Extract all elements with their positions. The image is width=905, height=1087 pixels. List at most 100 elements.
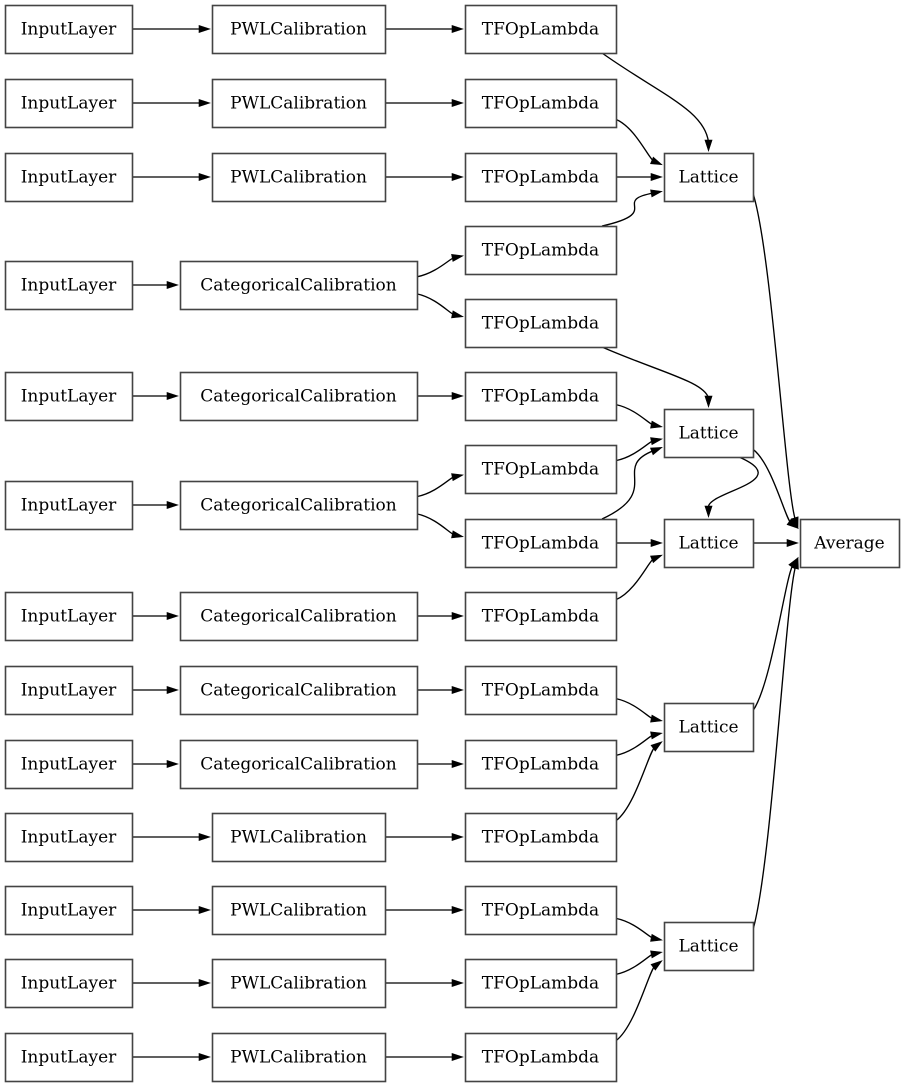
arrowhead-icon (451, 530, 464, 539)
edge-lat4-to-avg (752, 556, 799, 712)
node-input-layer-in7[interactable]: InputLayer (4, 591, 134, 642)
node-tfop-lambda-tf14[interactable]: TFOpLambda (464, 958, 618, 1009)
node-box (663, 921, 755, 972)
node-pwlcalibration-cal1[interactable]: PWLCalibration (211, 4, 387, 55)
arrowhead-icon (791, 556, 799, 570)
edge-line (615, 403, 654, 426)
node-lattice-lat3[interactable]: Lattice (663, 518, 755, 569)
node-input-layer-in10[interactable]: InputLayer (4, 812, 134, 863)
node-tfop-lambda-tf1[interactable]: TFOpLambda (464, 4, 618, 55)
node-tfop-lambda-tf5[interactable]: TFOpLambda (464, 298, 618, 349)
arrowhead-icon (650, 554, 663, 564)
edge-tf1-to-lat1 (601, 52, 713, 152)
edge-cal13-to-tf15 (385, 1052, 464, 1062)
arrowhead-icon (166, 391, 179, 401)
node-input-layer-in8[interactable]: InputLayer (4, 665, 134, 716)
node-input-layer-in11[interactable]: InputLayer (4, 885, 134, 936)
node-tfop-lambda-tf4[interactable]: TFOpLambda (464, 225, 618, 276)
edge-tf10-to-lat4 (615, 697, 663, 723)
edge-in2-to-cal2 (132, 98, 211, 108)
node-input-layer-in12[interactable]: InputLayer (4, 958, 134, 1009)
node-lattice-lat5[interactable]: Lattice (663, 921, 755, 972)
node-tfop-lambda-tf10[interactable]: TFOpLambda (464, 665, 618, 716)
node-box (4, 885, 134, 936)
arrowhead-icon (198, 98, 211, 108)
node-box (464, 444, 618, 495)
node-input-layer-in3[interactable]: InputLayer (4, 152, 134, 203)
node-pwlcalibration-cal10[interactable]: PWLCalibration (211, 812, 387, 863)
node-box (464, 739, 618, 790)
node-box (211, 78, 387, 129)
node-box (211, 885, 387, 936)
node-categorical-calibration-cal6[interactable]: CategoricalCalibration (179, 480, 419, 531)
edge-in4-to-cal4 (132, 280, 179, 290)
arrowhead-icon (650, 741, 663, 752)
node-lattice-lat2[interactable]: Lattice (663, 408, 755, 459)
node-box (4, 812, 134, 863)
node-box (179, 739, 419, 790)
node-box (211, 4, 387, 55)
node-input-layer-in4[interactable]: InputLayer (4, 260, 134, 311)
node-box (663, 408, 755, 459)
arrowhead-icon (650, 172, 663, 182)
node-pwlcalibration-cal13[interactable]: PWLCalibration (211, 1032, 387, 1083)
edge-line (416, 293, 455, 316)
node-categorical-calibration-cal4[interactable]: CategoricalCalibration (179, 260, 419, 311)
edge-cal4-to-tf4 (416, 254, 464, 278)
edge-tf15-to-lat5 (615, 960, 663, 1042)
node-input-layer-in13[interactable]: InputLayer (4, 1032, 134, 1083)
edge-tf7-to-lat2 (615, 437, 663, 462)
node-tfop-lambda-tf12[interactable]: TFOpLambda (464, 812, 618, 863)
node-box (799, 518, 901, 569)
node-box (464, 885, 618, 936)
node-input-layer-in9[interactable]: InputLayer (4, 739, 134, 790)
node-pwlcalibration-cal2[interactable]: PWLCalibration (211, 78, 387, 129)
edge-cal8-to-tf10 (416, 685, 464, 695)
node-tfop-lambda-tf13[interactable]: TFOpLambda (464, 885, 618, 936)
arrowhead-icon (704, 139, 713, 152)
arrowhead-icon (451, 98, 464, 108)
node-box (464, 958, 618, 1009)
node-tfop-lambda-tf3[interactable]: TFOpLambda (464, 152, 618, 203)
node-box (464, 78, 618, 129)
arrowhead-icon (166, 759, 179, 769)
node-tfop-lambda-tf9[interactable]: TFOpLambda (464, 591, 618, 642)
node-categorical-calibration-cal5[interactable]: CategoricalCalibration (179, 371, 419, 422)
node-tfop-lambda-tf8[interactable]: TFOpLambda (464, 518, 618, 569)
node-tfop-lambda-tf6[interactable]: TFOpLambda (464, 371, 618, 422)
edge-line (752, 564, 794, 712)
edge-cal5-to-tf6 (416, 391, 464, 401)
node-tfop-lambda-tf7[interactable]: TFOpLambda (464, 444, 618, 495)
arrowhead-icon (451, 254, 464, 262)
arrowhead-icon (451, 685, 464, 695)
node-box (4, 665, 134, 716)
node-average-avg[interactable]: Average (799, 518, 901, 569)
edge-tf6-to-lat2 (615, 403, 663, 429)
node-tfop-lambda-tf11[interactable]: TFOpLambda (464, 739, 618, 790)
edge-line (615, 965, 656, 1042)
edge-in1-to-cal1 (131, 24, 211, 34)
node-tfop-lambda-tf15[interactable]: TFOpLambda (464, 1032, 618, 1083)
node-lattice-lat1[interactable]: Lattice (663, 152, 755, 203)
edge-line (615, 917, 654, 939)
edge-in12-to-cal12 (132, 978, 211, 988)
node-pwlcalibration-cal3[interactable]: PWLCalibration (211, 152, 387, 203)
node-pwlcalibration-cal11[interactable]: PWLCalibration (211, 885, 387, 936)
node-input-layer-in5[interactable]: InputLayer (4, 371, 134, 422)
node-tfop-lambda-tf2[interactable]: TFOpLambda (464, 78, 618, 129)
node-categorical-calibration-cal9[interactable]: CategoricalCalibration (179, 739, 419, 790)
node-box (4, 4, 134, 55)
edge-in8-to-cal8 (131, 685, 179, 695)
node-input-layer-in2[interactable]: InputLayer (4, 78, 134, 129)
edge-tf3-to-lat1 (615, 172, 663, 182)
arrowhead-icon (650, 538, 663, 548)
arrowhead-icon (650, 437, 663, 446)
node-lattice-lat4[interactable]: Lattice (663, 702, 755, 753)
node-categorical-calibration-cal7[interactable]: CategoricalCalibration (179, 591, 419, 642)
node-input-layer-in6[interactable]: InputLayer (4, 480, 134, 531)
edge-line (707, 456, 759, 509)
node-categorical-calibration-cal8[interactable]: CategoricalCalibration (179, 665, 419, 716)
node-input-layer-in1[interactable]: InputLayer (4, 4, 134, 55)
node-pwlcalibration-cal12[interactable]: PWLCalibration (211, 958, 387, 1009)
